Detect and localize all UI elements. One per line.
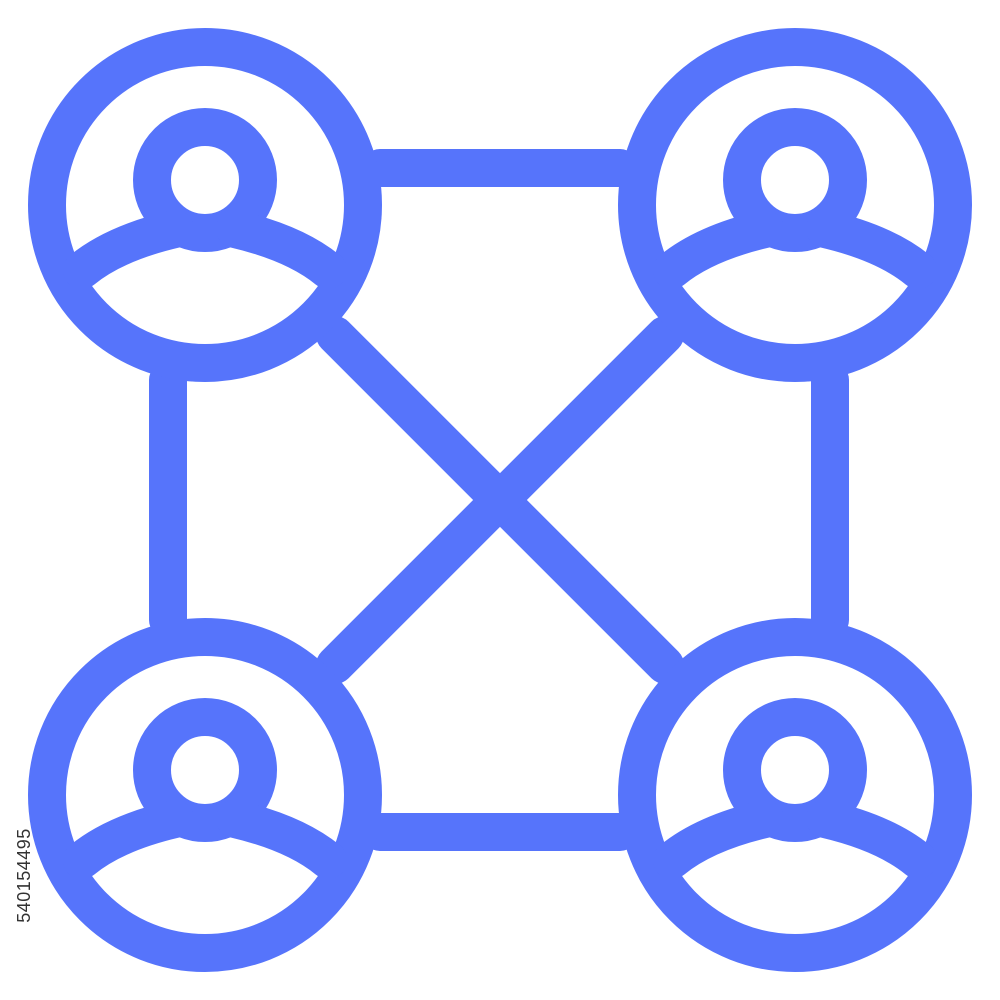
user-head-icon: [723, 108, 867, 252]
node-circle: [28, 28, 382, 382]
user-head-icon: [133, 698, 277, 842]
user-node-bottom-left: [28, 618, 382, 972]
edge-diagonal-up: [316, 316, 684, 684]
user-shoulders-icon: [653, 210, 937, 289]
stock-id-text: 540154495: [13, 827, 34, 923]
user-node-bottom-right: [618, 618, 972, 972]
node-circle: [28, 618, 382, 972]
user-head-icon: [723, 698, 867, 842]
user-shoulders-icon: [63, 800, 347, 879]
user-shoulders-icon: [63, 210, 347, 289]
user-node-top-left: [28, 28, 382, 382]
user-head-icon: [133, 108, 277, 252]
node-circle: [618, 618, 972, 972]
user-shoulders-icon: [653, 800, 937, 879]
stock-id-watermark: 540154495: [10, 760, 38, 990]
user-node-top-right: [618, 28, 972, 382]
node-circle: [618, 28, 972, 382]
